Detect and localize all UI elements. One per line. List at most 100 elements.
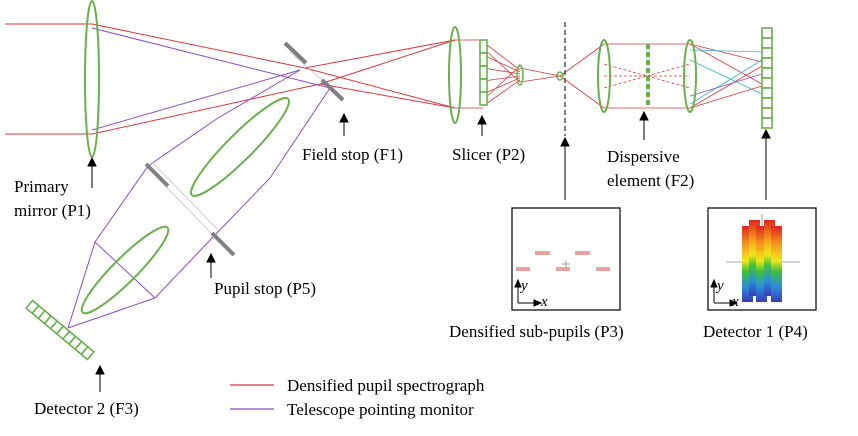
ray-d2 xyxy=(689,85,763,109)
inset-subpupils-frame xyxy=(511,207,621,311)
ray-m5 xyxy=(94,165,149,243)
slicer-relay-lens xyxy=(516,64,524,86)
pm-lens-1 xyxy=(190,97,290,197)
pupil-stop-upper xyxy=(144,162,170,188)
ray-s12 xyxy=(519,75,561,83)
det1-pixel xyxy=(761,67,773,79)
ray-f1-p2-b xyxy=(304,67,456,109)
label-primary-mirror-2: mirror (P1) xyxy=(14,201,91,220)
inset-axes-p4 xyxy=(710,278,739,307)
spectrum-trace xyxy=(771,226,782,302)
input-rays xyxy=(5,23,331,135)
ray-d5 xyxy=(689,49,763,53)
det2-pixel xyxy=(80,345,95,361)
ray-f1-p2-d xyxy=(319,83,456,109)
collimator-lens xyxy=(597,39,611,113)
rays-pointing-monitor xyxy=(67,69,331,329)
arrowhead-p5 xyxy=(206,252,216,263)
axis-y-head xyxy=(710,278,718,288)
inset-subpupils: y x xyxy=(511,207,621,311)
subpupil-lens xyxy=(556,71,564,81)
axis-y-head xyxy=(514,278,522,288)
ray-m7 xyxy=(67,241,96,329)
det1-pixel xyxy=(761,57,773,69)
stop-beams xyxy=(145,51,339,237)
det1-pixel xyxy=(761,27,773,39)
ray-p1-f1-a xyxy=(91,23,306,69)
spectrum-trace xyxy=(742,226,753,302)
det1-pixel xyxy=(761,117,773,129)
label-densified-subpupils: Densified sub-pupils (P3) xyxy=(449,322,624,341)
ray-p1-f1-d xyxy=(91,69,301,131)
ray-p1-f1-b xyxy=(91,83,321,135)
ray-m6 xyxy=(154,235,215,299)
label-slicer: Slicer (P2) xyxy=(452,145,525,164)
det1-pixel xyxy=(761,77,773,89)
ray-m9 xyxy=(94,241,156,299)
rays-slicer xyxy=(455,39,605,109)
spectra xyxy=(742,220,782,302)
ray-p1-f1-c xyxy=(91,27,331,89)
axis-x-label-p4: x xyxy=(731,294,739,310)
label-pupil-stop: Pupil stop (P5) xyxy=(214,279,316,298)
subpupil-spots xyxy=(516,251,610,271)
label-detector2: Detector 2 (F3) xyxy=(34,399,139,418)
ray-s8 xyxy=(482,79,521,107)
det1-pixel xyxy=(761,97,773,109)
label-field-stop: Field stop (F1) xyxy=(302,145,403,164)
rays-spectrograph xyxy=(603,43,763,109)
ray-m2 xyxy=(269,87,331,179)
pupil-stop-lower xyxy=(210,231,236,257)
slicer-cell xyxy=(479,78,488,93)
axis-y-label-p4: y xyxy=(715,278,724,294)
det1-pixel xyxy=(761,107,773,119)
detector2-array xyxy=(25,299,95,361)
ray-m3 xyxy=(147,117,219,167)
arrowhead-f2 xyxy=(639,110,649,121)
camera-lens xyxy=(683,39,697,113)
label-primary-mirror-1: Primary xyxy=(14,177,69,196)
det1-pixel xyxy=(761,47,773,59)
axis-y-label-p3: y xyxy=(519,278,528,294)
ray-m8 xyxy=(67,297,156,329)
ray-s13 xyxy=(559,43,605,77)
field-stop-upper xyxy=(283,41,308,65)
arrowhead-p3 xyxy=(560,136,570,147)
slicer-lens xyxy=(448,26,462,124)
detector1-array xyxy=(761,27,773,129)
label-dispersive-1: Dispersive xyxy=(607,147,680,166)
beam-p5-b xyxy=(151,161,221,233)
subpupil-spot xyxy=(596,267,610,271)
arrowhead-p4 xyxy=(761,128,771,139)
subpupil-spot xyxy=(516,267,530,271)
slicer-cell xyxy=(479,39,488,54)
ray-s11 xyxy=(519,67,561,77)
spectrum-trace xyxy=(749,220,760,296)
ray-d8 xyxy=(689,73,763,97)
spectrum-trace xyxy=(764,220,775,296)
axis-x-head xyxy=(533,299,543,307)
label-dispersive-2: element (F2) xyxy=(607,171,694,190)
subpupil-spot xyxy=(575,251,590,255)
ray-s7 xyxy=(482,77,521,95)
ray-s9 xyxy=(482,47,521,83)
inset-axes-p3 xyxy=(514,278,543,307)
axis-x-label-p3: x xyxy=(540,294,548,310)
slicer-cell xyxy=(479,65,488,80)
spectrum-trace xyxy=(756,226,767,302)
callout-arrows xyxy=(87,110,771,392)
ray-m1 xyxy=(217,69,301,119)
arrowhead-p2 xyxy=(477,114,487,125)
ray-s5 xyxy=(482,67,521,75)
det1-pixel xyxy=(761,37,773,49)
pm-lens-2 xyxy=(80,225,170,315)
arrowhead-f3 xyxy=(95,364,105,375)
arrowhead-f1 xyxy=(339,112,349,123)
legend-label-purple: Telescope pointing monitor xyxy=(287,400,474,419)
field-stop-lower xyxy=(320,78,345,102)
rays-f1-p2 xyxy=(304,39,456,109)
ray-d6 xyxy=(689,59,763,105)
ray-d1 xyxy=(689,43,763,63)
ray-s10 xyxy=(482,65,521,101)
